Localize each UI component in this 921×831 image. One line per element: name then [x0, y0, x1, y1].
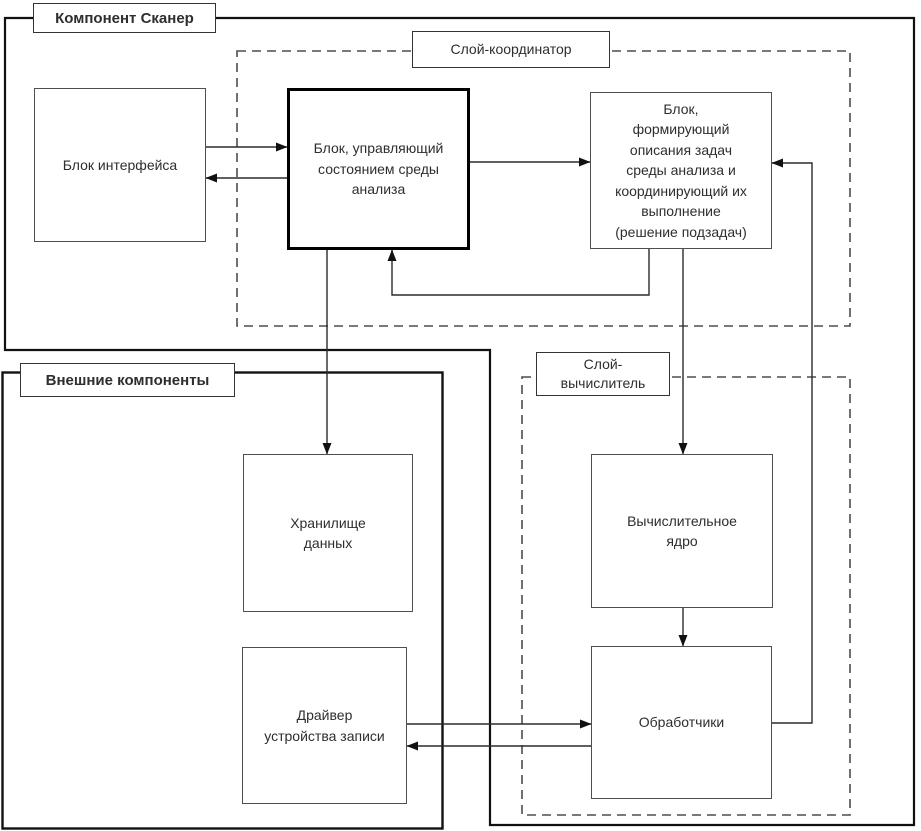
node-interface-label: Блок интерфейса: [62, 156, 178, 173]
node-core: Вычислительное ядро: [591, 454, 773, 608]
node-task-former-line4: среды анализа и: [626, 162, 736, 179]
arrow-task-former-to-state-manager: [387, 249, 650, 296]
node-task-former-line5: координирующий их: [615, 182, 747, 199]
coordinator-layer-label: Слой-координатор: [412, 31, 610, 68]
external-components-label-text: Внешние компоненты: [45, 371, 210, 389]
node-driver: Драйвер устройства записи: [242, 647, 407, 804]
node-handlers: Обработчики: [591, 646, 772, 799]
node-task-former-line3: описания задач: [629, 141, 733, 158]
node-task-former-line2: формирующий: [632, 121, 730, 138]
node-state-manager: Блок, управляющий состоянием среды анали…: [287, 88, 470, 250]
node-interface: Блок интерфейса: [34, 88, 206, 242]
node-core-line1: Вычислительное: [627, 512, 737, 529]
node-task-former-line6: выполнение: [641, 203, 721, 220]
node-state-manager-line3: анализа: [351, 181, 406, 198]
coordinator-layer-label-text: Слой-координатор: [450, 41, 572, 57]
arrow-handlers-to-task-former: [771, 158, 813, 724]
node-storage-line2: данных: [303, 535, 353, 551]
computer-layer-label: Слой- вычислитель: [536, 352, 670, 396]
node-task-former: Блок, формирующий описания задач среды а…: [590, 92, 772, 249]
scanner-component-label: Компонент Сканер: [33, 3, 216, 33]
computer-layer-label-line1: Слой-: [583, 356, 623, 372]
node-driver-line1: Драйвер: [296, 707, 353, 723]
node-handlers-label: Обработчики: [638, 714, 725, 731]
node-storage: Хранилище данных: [243, 454, 413, 612]
scanner-component-label-text: Компонент Сканер: [55, 9, 194, 27]
node-core-line2: ядро: [666, 533, 698, 549]
node-driver-line2: устройства записи: [264, 727, 385, 744]
node-state-manager-line1: Блок, управляющий: [313, 140, 444, 157]
node-task-former-line7: (решение подзадач): [615, 223, 747, 240]
external-components-label: Внешние компоненты: [20, 363, 235, 397]
node-state-manager-line2: состоянием среды: [318, 160, 439, 177]
computer-layer-label-line2: вычислитель: [560, 375, 646, 391]
node-task-former-line1: Блок,: [663, 100, 699, 117]
node-storage-line1: Хранилище: [290, 514, 366, 531]
